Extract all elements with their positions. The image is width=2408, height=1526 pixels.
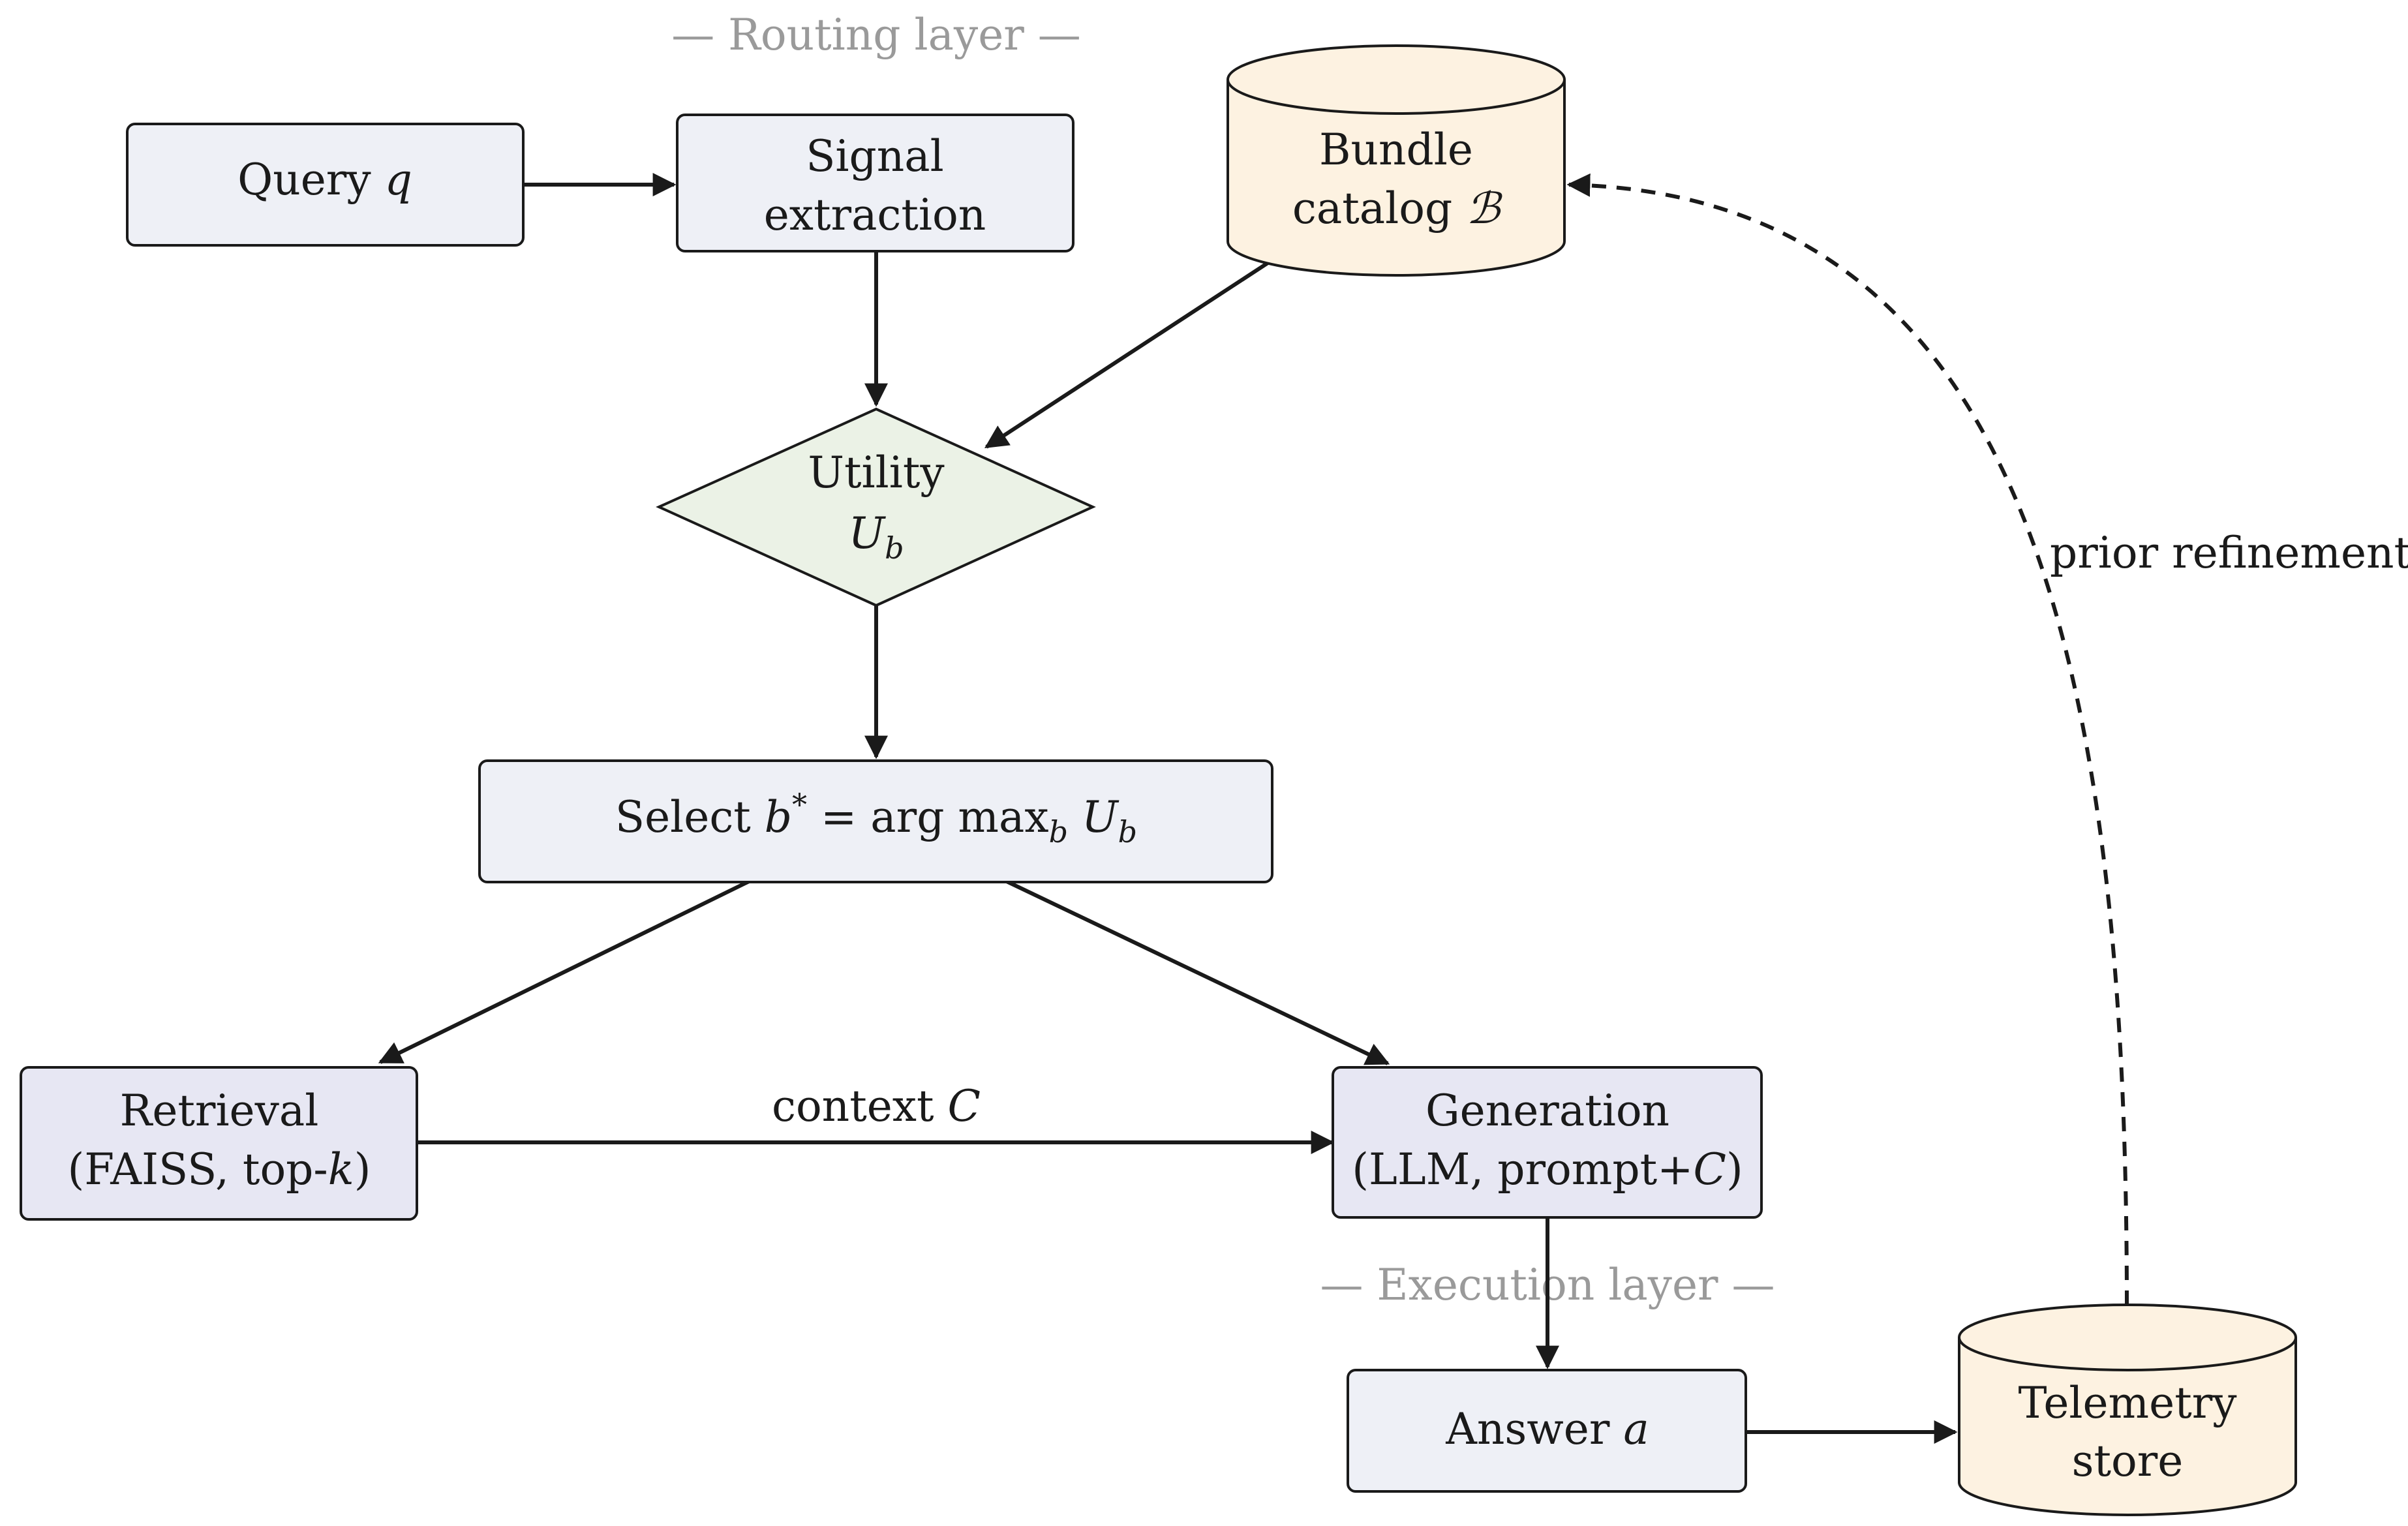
generation-line1: Generation [1425, 1086, 1669, 1136]
utility-line2: Ub [848, 508, 904, 566]
retrieval-line1: Retrieval [120, 1086, 319, 1136]
retrieval-node: Retrieval (FAISS, top-k) [20, 1066, 418, 1221]
bundle-catalog-line2: catalog ℬ [1292, 183, 1502, 234]
telemetry-store-node: Telemetry store [1958, 1304, 2297, 1516]
bundle-catalog-line1: Bundle [1319, 125, 1473, 175]
telemetry-store-line1: Telemetry [2018, 1378, 2237, 1428]
query-node: Query q [126, 123, 525, 247]
answer-node-label: Answer a [1445, 1404, 1649, 1454]
utility-line1: Utility [808, 448, 945, 498]
telemetry-store-line2: store [2072, 1436, 2184, 1486]
signal-extraction-node: Signal extraction [676, 114, 1074, 252]
edge-bundle-to-utility [984, 259, 1272, 449]
query-node-label: Query q [237, 155, 412, 205]
select-node: Select b* = arg maxb Ub [478, 759, 1273, 883]
edge-select-to-generation [1005, 879, 1390, 1065]
generation-node: Generation (LLM, prompt+C) [1332, 1066, 1763, 1219]
prior-refinement-edge-label: prior refinement [2050, 528, 2408, 578]
edge-telemetry-to-bundle [1566, 173, 2129, 1305]
context-edge-label: context C [772, 1081, 981, 1131]
edge-select-to-retrieval [378, 879, 750, 1064]
utility-node: Utility Ub [656, 407, 1096, 607]
retrieval-line2: (FAISS, top-k) [68, 1144, 371, 1195]
signal-extraction-line1: Signal [806, 131, 944, 181]
answer-node: Answer a [1347, 1369, 1747, 1493]
edges [378, 173, 2129, 1444]
routing-layer-label: — Routing layer — [671, 10, 1081, 60]
select-node-label: Select b* = arg maxb Ub [615, 787, 1137, 849]
bundle-catalog-node: Bundle catalog ℬ [1227, 44, 1566, 277]
signal-extraction-line2: extraction [764, 190, 986, 240]
generation-line2: (LLM, prompt+C) [1352, 1144, 1743, 1195]
